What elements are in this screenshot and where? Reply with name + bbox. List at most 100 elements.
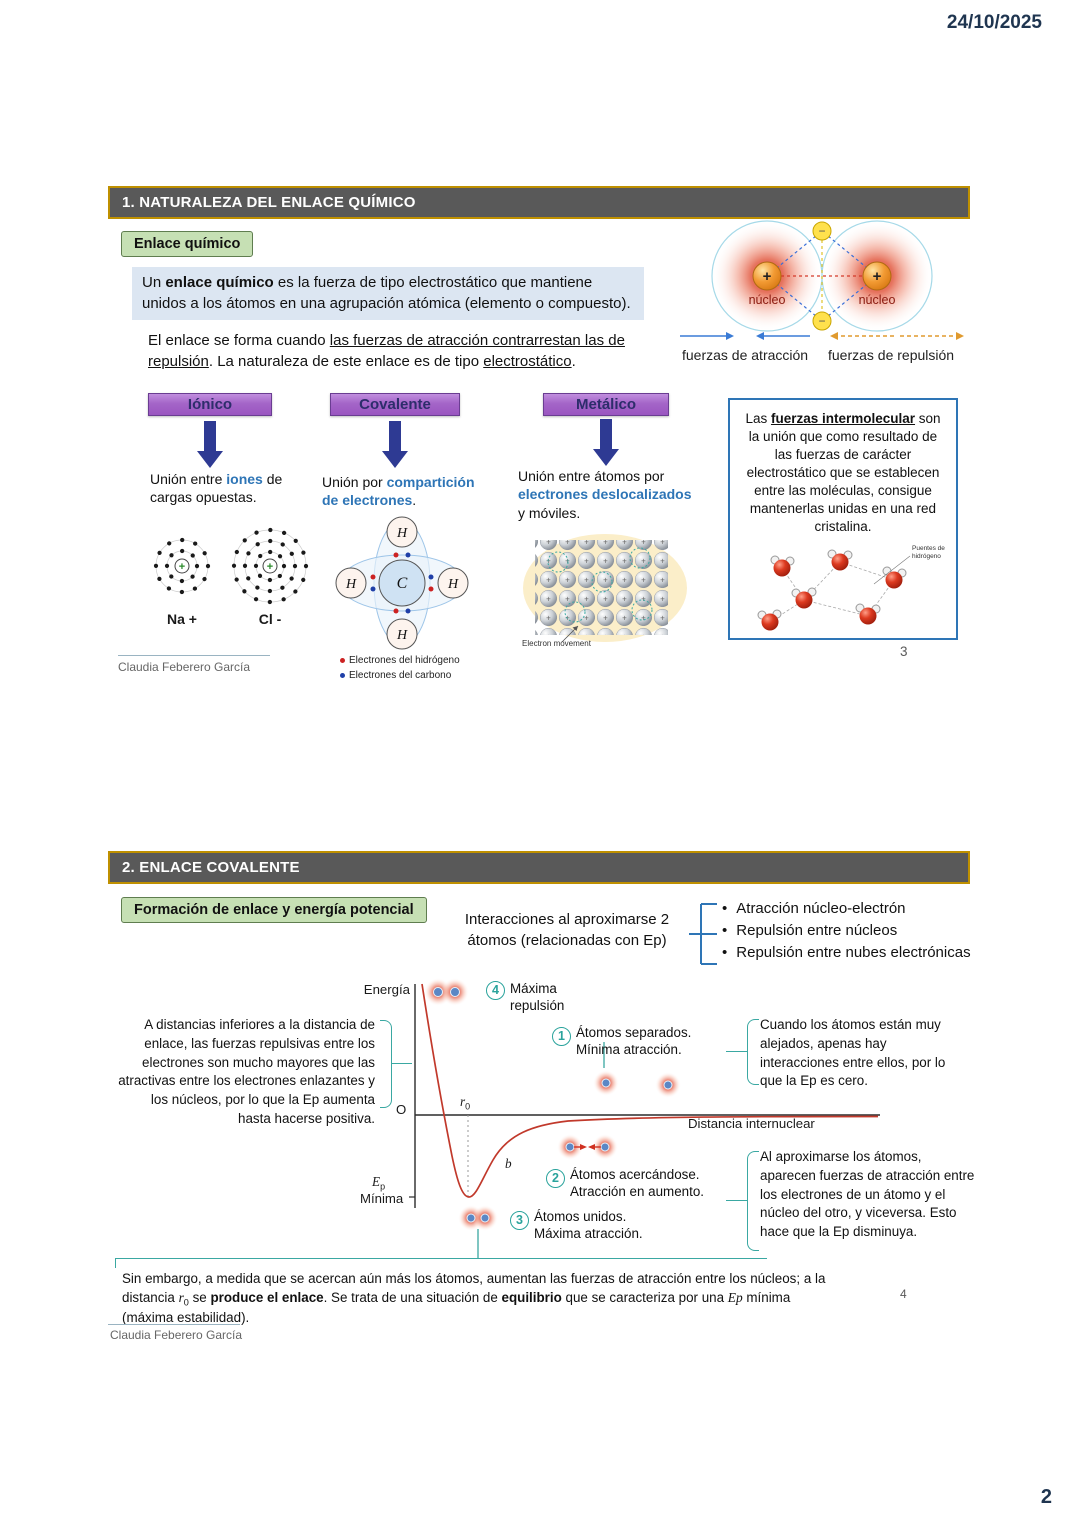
- ionic-atoms-figure: + + Na + Cl -: [153, 527, 309, 627]
- down-arrow-icon: [382, 421, 408, 468]
- intermolecular-term: fuerzas intermolecular: [770, 411, 916, 426]
- repulsion-arrows-icon: [830, 332, 964, 340]
- slide2-title: 2. ENLACE COVALENTE: [122, 859, 300, 876]
- bottom-note-text: mínima (máxima estabilidad).: [122, 1289, 791, 1326]
- step-3-badge: 3: [510, 1211, 529, 1230]
- atoms-separated: [593, 1070, 681, 1098]
- intermolecular-box: Las fuerzas intermolecular son la unión …: [728, 398, 958, 640]
- formation-underlined-2: electrostático: [483, 353, 572, 371]
- note-far-apart: Cuando los átomos están muy alejados, ap…: [760, 1017, 946, 1089]
- ionic-desc-text: Unión entre: [150, 471, 227, 487]
- p-subscript: p: [380, 1181, 386, 1192]
- covalent-desc-post: .: [412, 492, 417, 509]
- ionic-desc-post: de cargas opuestas.: [150, 471, 283, 506]
- chlorine-atom: +: [231, 527, 309, 605]
- covalent-description: Unión por compartición de electrones.: [322, 473, 490, 510]
- plus-symbol: +: [179, 561, 185, 573]
- step-1-badge: 1: [552, 1027, 571, 1046]
- repulsion-forces-label: fuerzas de repulsión: [828, 347, 955, 363]
- r-symbol: r: [178, 1289, 184, 1305]
- formacion-enlace-tag-label: Formación de enlace y energía potencial: [134, 902, 414, 918]
- slide1-header-bar: 1. NATURALEZA DEL ENLACE QUÍMICO: [108, 186, 970, 219]
- definition-text: Un: [142, 274, 166, 291]
- author-name: Claudia Feberero García: [118, 660, 251, 674]
- plus-symbol: +: [763, 268, 772, 285]
- delocalized-electrons: [547, 547, 653, 623]
- energy-curve-figure: [409, 978, 880, 1259]
- page-number: 2: [1040, 1486, 1052, 1508]
- formation-paragraph: El enlace se forma cuando las fuerzas de…: [148, 330, 634, 373]
- bracket-icon: [747, 1151, 759, 1251]
- metallic-desc-post: y móviles.: [518, 504, 581, 521]
- enlace-quimico-tag-label: Enlace químico: [134, 236, 241, 252]
- note-short-distance: A distancias inferiores a la distancia d…: [118, 1017, 375, 1126]
- slide1-number: 3: [900, 644, 908, 659]
- interactions-intro: Interacciones al aproximarse 2 átomos (r…: [464, 911, 670, 949]
- step-4-badge: 4: [486, 981, 505, 1000]
- bottom-note-bold: produce el enlace: [210, 1289, 324, 1305]
- legend-carbon-label: Electrones del carbono: [349, 670, 452, 681]
- covalent-desc-text: Unión por: [322, 474, 387, 490]
- bottom-note-text: Sin embargo, a medida que se acercan aún…: [122, 1271, 826, 1305]
- step-3-line1: Átomos unidos.: [534, 1209, 627, 1224]
- e-symbol: E: [372, 1174, 381, 1189]
- bottom-note-text: se: [188, 1289, 211, 1305]
- intermolecular-pre: Las: [745, 411, 771, 426]
- hydrogen-label: H: [396, 526, 408, 541]
- note-bond-formation: Sin embargo, a medida que se acercan aún…: [122, 1270, 827, 1328]
- ionic-description: Unión entre iones de cargas opuestas.: [150, 470, 290, 507]
- nucleus-left-icon: [752, 261, 782, 291]
- metal-cation-lattice: [535, 540, 668, 635]
- page-date: 24/10/2025: [946, 12, 1042, 33]
- r0-label: r0: [460, 1094, 470, 1112]
- bracket-icon: [380, 1020, 392, 1108]
- bottom-bracket: [115, 1258, 767, 1268]
- step-2-line2: Atracción en aumento.: [570, 1184, 704, 1200]
- ionic-title: Iónico: [148, 393, 272, 416]
- bullet-item: Atracción núcleo-electrón: [722, 898, 982, 920]
- formacion-enlace-tag: Formación de enlace y energía potencial: [121, 897, 427, 923]
- bullet-item: Repulsión entre nubes electrónicas: [722, 942, 982, 964]
- enlace-quimico-tag: Enlace químico: [121, 231, 254, 257]
- r-subscript: 0: [183, 1297, 189, 1308]
- hydrogen-atom-icon: [386, 516, 418, 548]
- electron-icon: [812, 311, 832, 331]
- covalent-desc-highlight: compartición de electrones: [322, 474, 475, 509]
- metallic-title: Metálico: [543, 393, 669, 416]
- atoms-approaching: [557, 1134, 618, 1160]
- hydrogen-label: H: [345, 577, 357, 592]
- hydrogen-label: H: [396, 628, 408, 643]
- legend-hydrogen: Electrones del hidrógeno: [340, 653, 460, 668]
- bullet-label: Repulsión entre nubes electrónicas: [736, 944, 971, 962]
- blue-dot-icon: [340, 672, 345, 678]
- bracket-icon: [689, 903, 717, 965]
- chloride-ion-label: Cl -: [259, 611, 282, 627]
- atoms-max-repulsion: [424, 978, 469, 1006]
- definition-paragraph: Un enlace químico es la fuerza de tipo e…: [132, 267, 644, 321]
- metallic-desc-text: Unión entre átomos por: [518, 468, 665, 484]
- atoms-bonded: [458, 1205, 498, 1231]
- sodium-ion-label: Na +: [167, 611, 197, 627]
- x-axis-label: Distancia internuclear: [688, 1116, 815, 1131]
- water-molecule: [757, 549, 907, 631]
- step-2-line1: Átomos acercándose.: [570, 1167, 700, 1182]
- nucleus-right-icon: [862, 261, 892, 291]
- slide2-number: 4: [900, 1287, 907, 1301]
- bracket-tick: [726, 1051, 747, 1052]
- formation-underlined-1: las fuerzas de atracción contrarrestan l…: [148, 332, 625, 371]
- step-2-label: Átomos acercándose. Atracción en aumento…: [570, 1166, 715, 1201]
- interaction-bullet-list: Atracción núcleo-electrón Repulsión entr…: [722, 898, 982, 965]
- shared-electron-pairs: [370, 552, 434, 614]
- formation-text-end: .: [571, 353, 576, 371]
- bottom-note-bold: equilibrio: [501, 1289, 562, 1305]
- bottom-note-text: . Se trata de una situación de: [323, 1289, 502, 1305]
- electron-legend: Electrones del hidrógeno Electrones del …: [340, 653, 460, 683]
- step-4-label: Máxima repulsión: [510, 981, 565, 1014]
- bullet-label: Atracción núcleo-electrón: [736, 900, 906, 917]
- sodium-atom: +: [153, 537, 211, 595]
- step-1-line2: Mínima atracción.: [576, 1042, 682, 1058]
- hydrogen-atom-icon: [335, 567, 367, 599]
- b-label: b: [505, 1156, 512, 1171]
- down-arrow-icon: [593, 419, 619, 466]
